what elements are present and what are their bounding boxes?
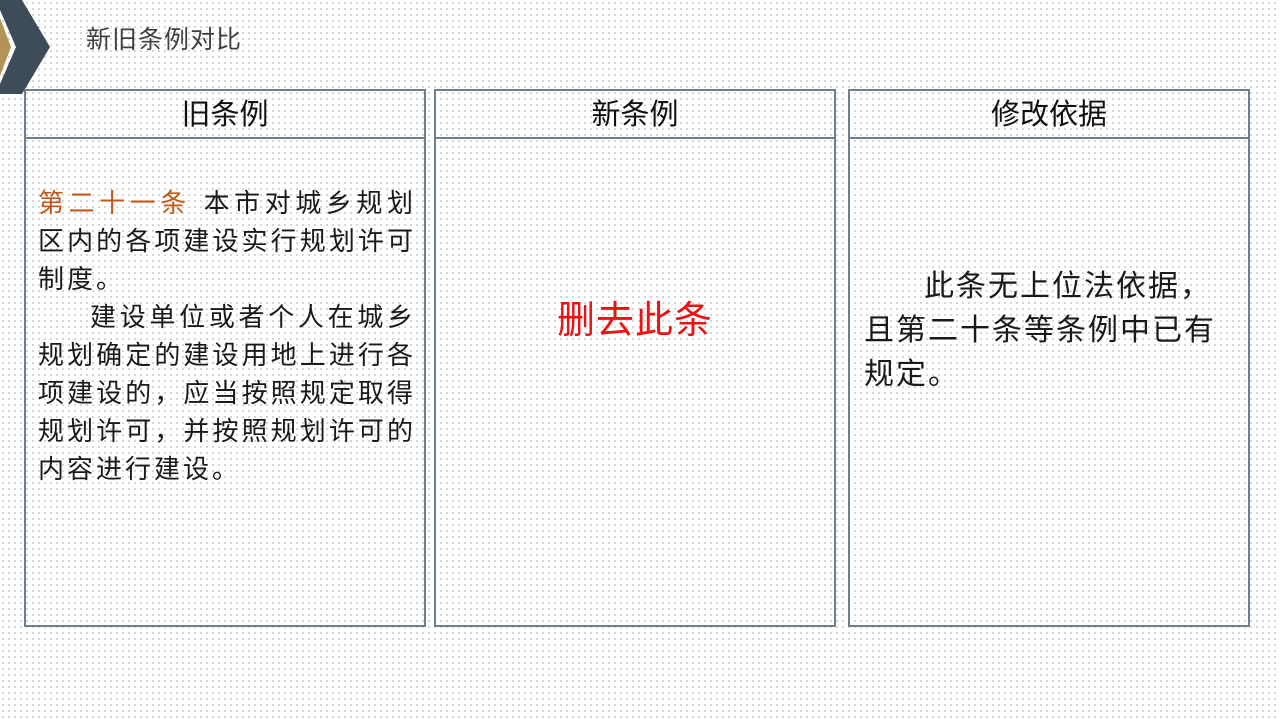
amendment-basis-body: 此条无上位法依据，且第二十条等条例中已有规定。: [850, 139, 1248, 625]
old-regulation-column: 旧条例 第二十一条 本市对城乡规划区内的各项建设实行规划许可制度。 建设单位或者…: [24, 89, 426, 627]
old-regulation-text: 第二十一条 本市对城乡规划区内的各项建设实行规划许可制度。 建设单位或者个人在城…: [38, 185, 416, 489]
amendment-basis-text: 此条无上位法依据，且第二十条等条例中已有规定。: [864, 269, 1216, 392]
new-regulation-header: 新条例: [436, 91, 834, 139]
article-number: 第二十一条: [38, 189, 191, 219]
amendment-basis-header: 修改依据: [850, 91, 1248, 139]
old-regulation-paragraph-1: 第二十一条 本市对城乡规划区内的各项建设实行规划许可制度。: [38, 185, 416, 299]
new-regulation-column: 新条例 删去此条: [434, 89, 836, 627]
old-regulation-paragraph-2: 建设单位或者个人在城乡规划确定的建设用地上进行各项建设的，应当按照规定取得规划许…: [38, 303, 416, 485]
slide-title: 新旧条例对比: [86, 25, 243, 54]
new-regulation-body: 删去此条: [436, 139, 834, 625]
old-regulation-body: 第二十一条 本市对城乡规划区内的各项建设实行规划许可制度。 建设单位或者个人在城…: [26, 139, 424, 625]
old-regulation-header: 旧条例: [26, 91, 424, 139]
old-regulation-paragraph-1-text: 本市对城乡规划区内的各项建设实行规划许可制度。: [38, 189, 416, 295]
deleted-article-note: 删去此条: [556, 298, 713, 342]
chevron-right-icon: [0, 0, 50, 94]
amendment-basis-column: 修改依据 此条无上位法依据，且第二十条等条例中已有规定。: [848, 89, 1250, 627]
